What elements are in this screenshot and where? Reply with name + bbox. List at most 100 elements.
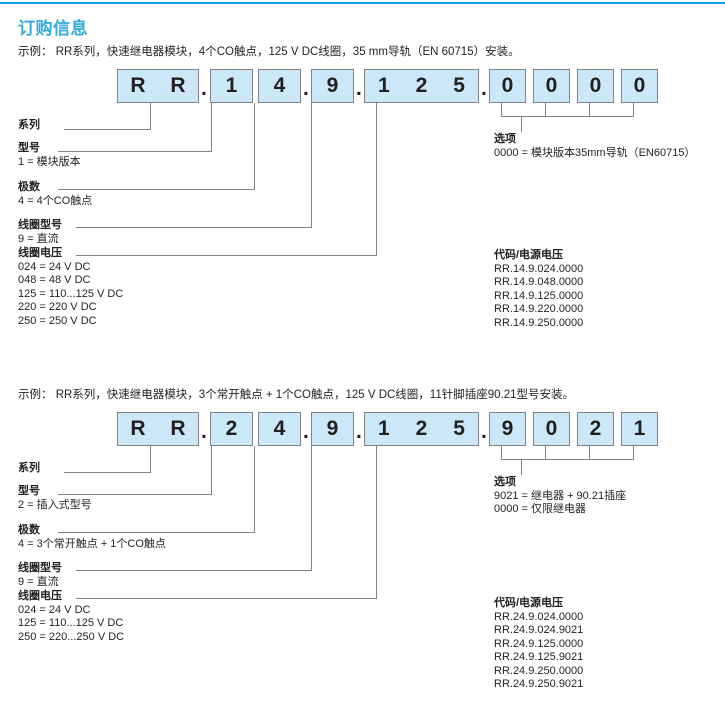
- leader-option-2-drop: [521, 459, 522, 475]
- label-heading: 型号: [18, 485, 40, 497]
- code-char: 0: [545, 74, 558, 97]
- label-coil-type-1: 线圈型号 9 = 直流: [18, 219, 62, 246]
- code-char: R: [170, 74, 186, 97]
- code-char: 1: [225, 74, 238, 97]
- label-value: 1 = 模块版本: [18, 155, 81, 168]
- code-char: 2: [415, 417, 428, 440]
- code-separator: .: [303, 420, 309, 443]
- leader-type-2-h: [58, 494, 212, 495]
- leader-coil-voltage-2-v: [376, 446, 377, 599]
- code-group-option-1-1: 0: [489, 69, 526, 103]
- code-char: 2: [589, 417, 602, 440]
- label-heading: 系列: [18, 462, 40, 474]
- code-char: 0: [501, 74, 514, 97]
- leader-series-2-h: [64, 472, 151, 473]
- label-poles-1: 极数 4 = 4个CO触点: [18, 181, 92, 208]
- code-char: 2: [415, 74, 428, 97]
- code-char: 2: [225, 417, 238, 440]
- label-value: 9 = 直流: [18, 232, 59, 245]
- label-value: 4 = 3个常开触点 + 1个CO触点: [18, 537, 166, 550]
- code-list-row: RR.14.9.024.0000: [494, 262, 584, 275]
- leader-series-1-v: [150, 103, 151, 130]
- code-char: 1: [377, 417, 390, 440]
- leader-option-2-v3: [589, 446, 590, 460]
- label-heading: 线圈电压: [18, 247, 62, 259]
- option-block-2: 选项 9021 = 继电器 + 90.21插座 0000 = 仅限继电器: [494, 476, 626, 517]
- code-list-row: RR.14.9.250.0000: [494, 316, 584, 329]
- leader-option-1-bracket: [501, 116, 634, 117]
- code-group-coil-type-2: 9: [311, 412, 354, 446]
- leader-option-1-v2: [545, 103, 546, 117]
- code-group-option-3-2: 2: [577, 412, 614, 446]
- code-char: 4: [273, 74, 286, 97]
- code-group-coil-type-1: 9: [311, 69, 354, 103]
- label-value: 250 = 220...250 V DC: [18, 630, 125, 643]
- code-group-coil-voltage-1: 1 2 5: [364, 69, 479, 103]
- top-accent-rule: [0, 2, 725, 4]
- leader-option-2-v2: [545, 446, 546, 460]
- label-value: 125 = 110...125 V DC: [18, 287, 124, 300]
- code-group-series-1: R R: [117, 69, 199, 103]
- code-separator: .: [201, 77, 207, 100]
- example-text-2: 示例： RR系列，快速继电器模块，3个常开触点 + 1个CO触点，125 V D…: [18, 389, 575, 401]
- code-char: 0: [545, 417, 558, 440]
- label-value: 250 = 250 V DC: [18, 314, 97, 327]
- leader-option-1-v4: [633, 103, 634, 117]
- label-heading: 线圈型号: [18, 219, 62, 231]
- code-char: 9: [501, 417, 514, 440]
- example-text-1: 示例： RR系列，快速继电器模块，4个CO触点，125 V DC线圈，35 mm…: [18, 46, 520, 58]
- code-char: 1: [633, 417, 646, 440]
- code-list-2: 代码/电源电压 RR.24.9.024.0000 RR.24.9.024.902…: [494, 597, 583, 692]
- code-char: 0: [633, 74, 646, 97]
- option-value: 0000 = 模块版本35mm导轨（EN60715）: [494, 146, 696, 159]
- leader-poles-1-h: [58, 189, 255, 190]
- code-group-type-1: 1: [210, 69, 253, 103]
- leader-type-2-v: [211, 446, 212, 495]
- leader-series-2-v: [150, 446, 151, 473]
- label-value: 125 = 110...125 V DC: [18, 617, 124, 629]
- label-type-2: 型号 2 = 插入式型号: [18, 485, 92, 512]
- leader-coil-type-2-v: [311, 446, 312, 571]
- code-separator: .: [201, 420, 207, 443]
- code-char: R: [130, 417, 146, 440]
- option-block-1: 选项 0000 = 模块版本35mm导轨（EN60715）: [494, 133, 695, 160]
- label-value: 048 = 48 V DC: [18, 274, 91, 286]
- code-group-option-4-2: 1: [621, 412, 658, 446]
- label-value: 024 = 24 V DC: [18, 260, 91, 273]
- leader-coil-voltage-1-v: [376, 103, 377, 256]
- leader-option-1-drop: [521, 116, 522, 132]
- option-value: 9021 = 继电器 + 90.21插座: [494, 489, 627, 502]
- code-char: R: [170, 417, 186, 440]
- label-heading: 极数: [18, 181, 40, 193]
- label-value: 9 = 直流: [18, 575, 59, 588]
- leader-series-1-h: [64, 129, 151, 130]
- label-heading: 系列: [18, 119, 40, 131]
- leader-option-1-v3: [589, 103, 590, 117]
- leader-poles-1-v: [254, 103, 255, 190]
- code-list-row: RR.24.9.125.0000: [494, 637, 584, 650]
- code-char: 5: [453, 417, 465, 440]
- code-separator: .: [481, 77, 487, 100]
- label-series-1: 系列: [18, 119, 40, 133]
- code-group-series-2: R R: [117, 412, 199, 446]
- label-heading: 极数: [18, 524, 40, 536]
- leader-option-2-v1: [501, 446, 502, 460]
- code-list-row: RR.24.9.024.0000: [494, 610, 584, 623]
- label-type-1: 型号 1 = 模块版本: [18, 142, 81, 169]
- leader-option-2-bracket: [501, 459, 634, 460]
- code-group-option-3-1: 0: [577, 69, 614, 103]
- leader-option-1-v1: [501, 103, 502, 117]
- code-list-row: RR.14.9.125.0000: [494, 289, 584, 302]
- code-list-row: RR.14.9.048.0000: [494, 276, 584, 288]
- label-coil-voltage-1: 线圈电压 024 = 24 V DC 048 = 48 V DC 125 = 1…: [18, 247, 123, 328]
- leader-poles-2-h: [58, 532, 255, 533]
- code-char: 4: [273, 417, 286, 440]
- code-char: 9: [326, 74, 339, 97]
- code-list-row: RR.24.9.024.9021: [494, 624, 584, 636]
- option-heading: 选项: [494, 133, 516, 145]
- code-separator: .: [356, 77, 362, 100]
- code-list-heading: 代码/电源电压: [494, 597, 564, 609]
- code-char: R: [130, 74, 146, 97]
- leader-type-1-v: [211, 103, 212, 152]
- code-char: 5: [453, 74, 465, 97]
